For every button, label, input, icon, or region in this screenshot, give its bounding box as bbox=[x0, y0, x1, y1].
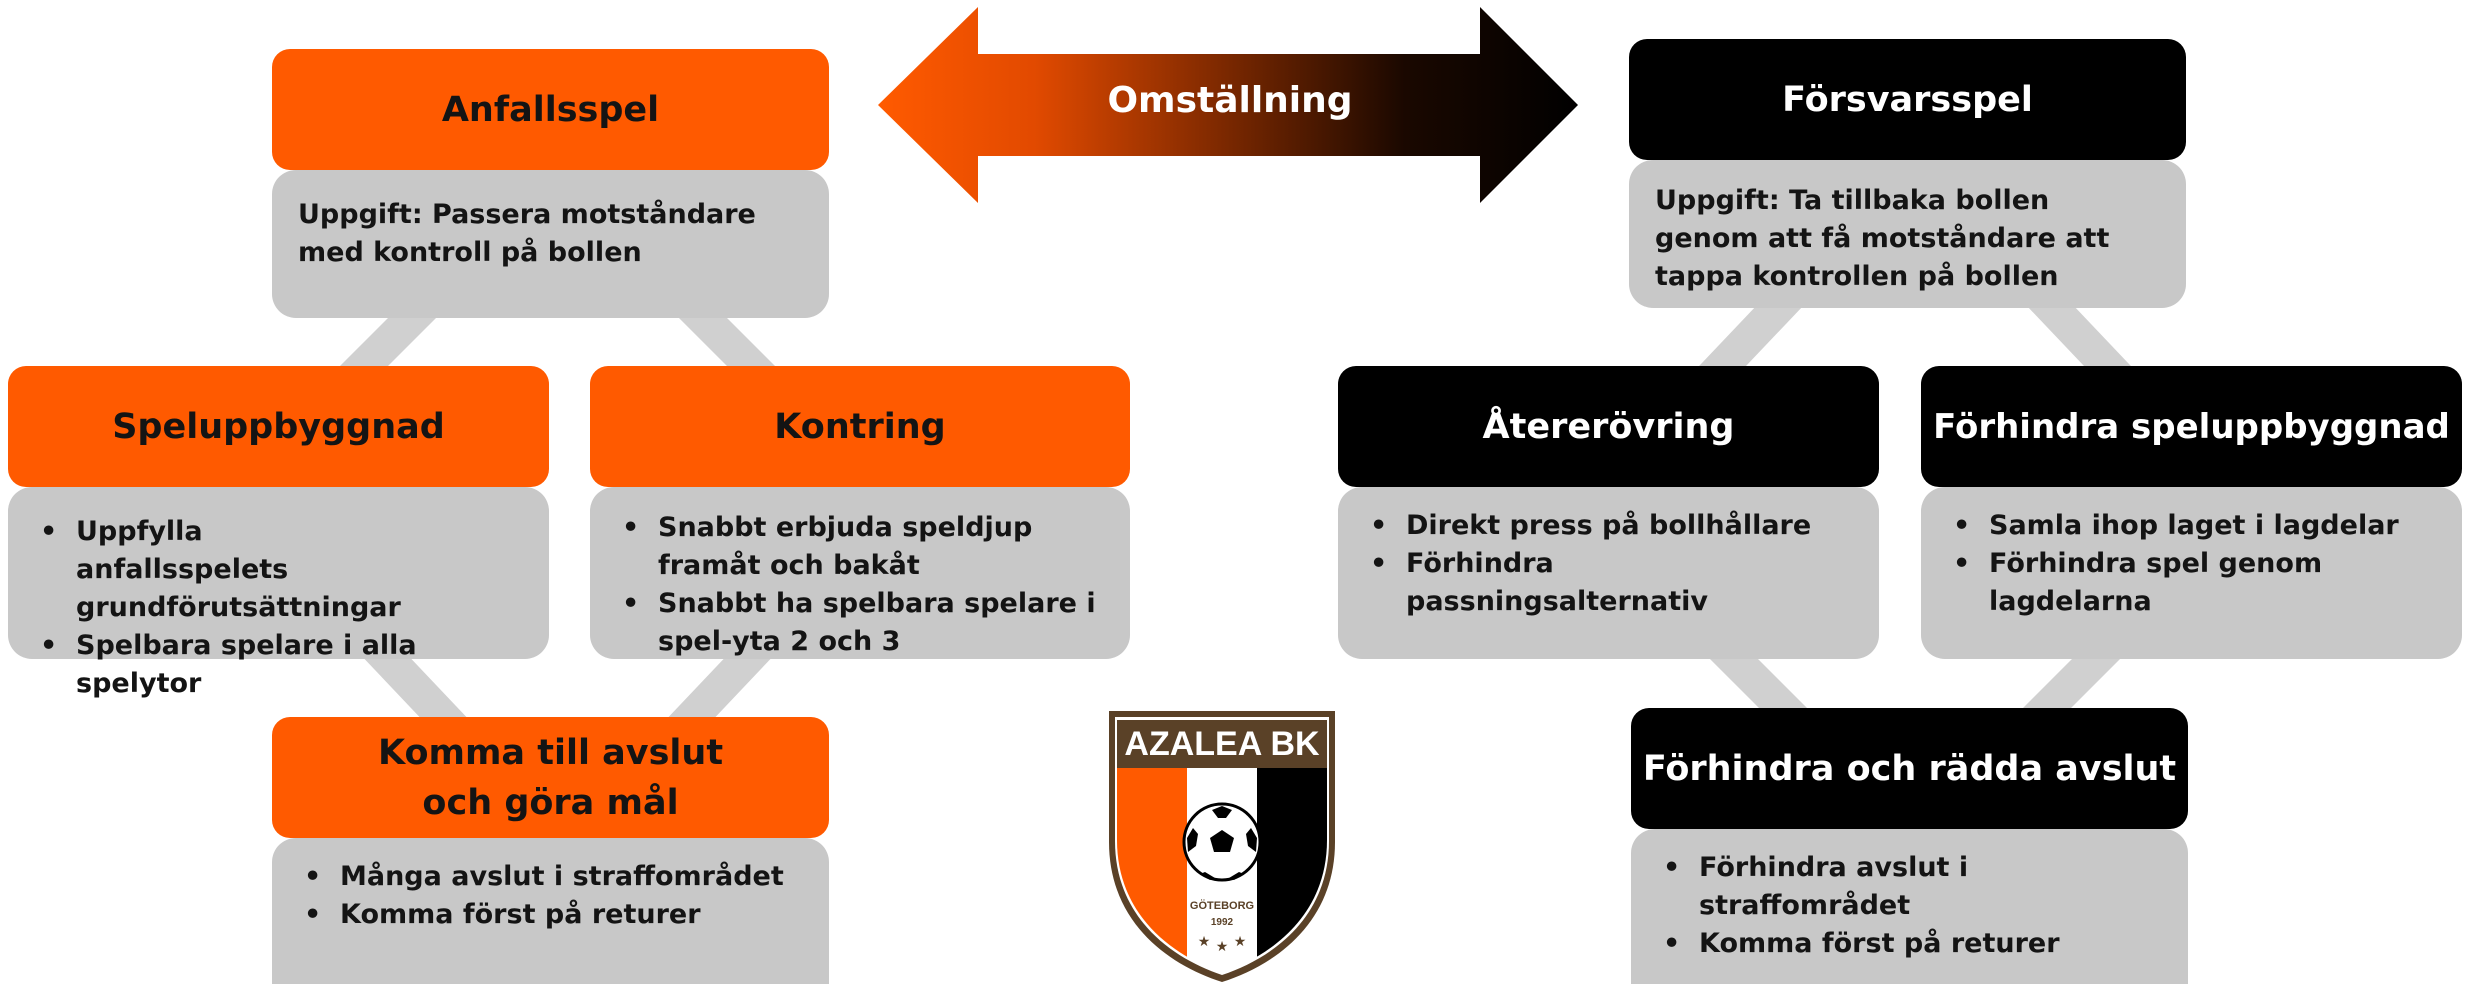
prevent-buildup-bullet-1: Samla ihop laget i lagdelar bbox=[1953, 507, 2436, 545]
finish-bullet-2: Komma först på returer bbox=[304, 896, 803, 934]
regain-bullet-2: Förhindra passningsalternativ bbox=[1370, 545, 1853, 621]
finish-title-line2: och göra mål bbox=[422, 782, 679, 823]
buildup-bullet-2: Spelbara spelare i alla spelytor bbox=[40, 627, 523, 703]
attack-task-box: Uppgift: Passera motståndare med kontrol… bbox=[272, 170, 829, 318]
regain-header: Återerövring bbox=[1338, 366, 1879, 487]
attack-title: Anfallsspel bbox=[441, 89, 660, 130]
prevent-finish-title: Förhindra och rädda avslut bbox=[1642, 748, 2177, 789]
logo-year: 1992 bbox=[1211, 917, 1234, 928]
regain-bullet-1: Direkt press på bollhållare bbox=[1370, 507, 1853, 545]
finish-bullets-box: Många avslut i straffområdet Komma först… bbox=[272, 838, 829, 984]
football-icon bbox=[1182, 802, 1262, 882]
attack-header: Anfallsspel bbox=[272, 49, 829, 170]
transition-label: Omställning bbox=[1107, 80, 1353, 121]
prevent-finish-bullets-box: Förhindra avslut i straffområdet Komma f… bbox=[1631, 829, 2188, 984]
prevent-finish-bullet-1: Förhindra avslut i straffområdet bbox=[1663, 849, 2162, 925]
counter-bullet-1: Snabbt erbjuda speldjup framåt och bakåt bbox=[622, 509, 1098, 585]
prevent-buildup-bullet-2: Förhindra spel genom lagdelarna bbox=[1953, 545, 2436, 621]
buildup-bullet-1: Uppfylla anfallsspelets grundförutsättni… bbox=[40, 513, 406, 627]
finish-bullet-list: Många avslut i straffområdet Komma först… bbox=[298, 858, 803, 934]
counter-bullet-2: Snabbt ha spelbara spelare i spel-yta 2 … bbox=[622, 585, 1098, 661]
counter-bullets-box: Snabbt erbjuda speldjup framåt och bakåt… bbox=[590, 487, 1130, 659]
prevent-buildup-header: Förhindra speluppbyggnad bbox=[1921, 366, 2462, 487]
attack-task-text: Uppgift: Passera motståndare med kontrol… bbox=[298, 199, 756, 268]
prevent-buildup-title: Förhindra speluppbyggnad bbox=[1933, 406, 2450, 447]
logo-city: GÖTEBORG bbox=[1190, 899, 1254, 912]
prevent-buildup-bullets-box: Samla ihop laget i lagdelar Förhindra sp… bbox=[1921, 487, 2462, 659]
defense-task-text: Uppgift: Ta tillbaka bollen genom att få… bbox=[1655, 185, 2110, 292]
prevent-finish-bullet-2: Komma först på returer bbox=[1663, 925, 2162, 963]
regain-title: Återerövring bbox=[1482, 406, 1735, 447]
defense-header: Försvarsspel bbox=[1629, 39, 2186, 160]
logo-name: AZALEA BK bbox=[1124, 725, 1320, 763]
regain-bullets-box: Direkt press på bollhållare Förhindra pa… bbox=[1338, 487, 1879, 659]
svg-text:★: ★ bbox=[1198, 934, 1211, 950]
prevent-finish-header: Förhindra och rädda avslut bbox=[1631, 708, 2188, 829]
counter-title: Kontring bbox=[774, 406, 946, 447]
buildup-header: Speluppbyggnad bbox=[8, 366, 549, 487]
prevent-buildup-bullet-list: Samla ihop laget i lagdelar Förhindra sp… bbox=[1947, 507, 2436, 621]
svg-text:★: ★ bbox=[1234, 934, 1247, 950]
counter-header: Kontring bbox=[590, 366, 1130, 487]
logo-stars-icon: ★ ★ ★ bbox=[1198, 934, 1247, 955]
buildup-title: Speluppbyggnad bbox=[112, 406, 445, 447]
finish-bullet-1: Många avslut i straffområdet bbox=[304, 858, 803, 896]
defense-title: Försvarsspel bbox=[1782, 79, 2033, 120]
regain-bullet-list: Direkt press på bollhållare Förhindra pa… bbox=[1364, 507, 1853, 621]
defense-task-box: Uppgift: Ta tillbaka bollen genom att få… bbox=[1629, 160, 2186, 308]
svg-text:★: ★ bbox=[1216, 939, 1229, 955]
buildup-bullet-list: Uppfylla anfallsspelets grundförutsättni… bbox=[34, 513, 523, 703]
finish-title-line1: Komma till avslut bbox=[377, 732, 724, 773]
buildup-bullets-box: Uppfylla anfallsspelets grundförutsättni… bbox=[8, 487, 549, 699]
counter-bullet-list: Snabbt erbjuda speldjup framåt och bakåt… bbox=[616, 509, 1104, 661]
prevent-finish-bullet-list: Förhindra avslut i straffområdet Komma f… bbox=[1657, 849, 2162, 963]
finish-header: Komma till avslut och göra mål bbox=[272, 717, 829, 838]
